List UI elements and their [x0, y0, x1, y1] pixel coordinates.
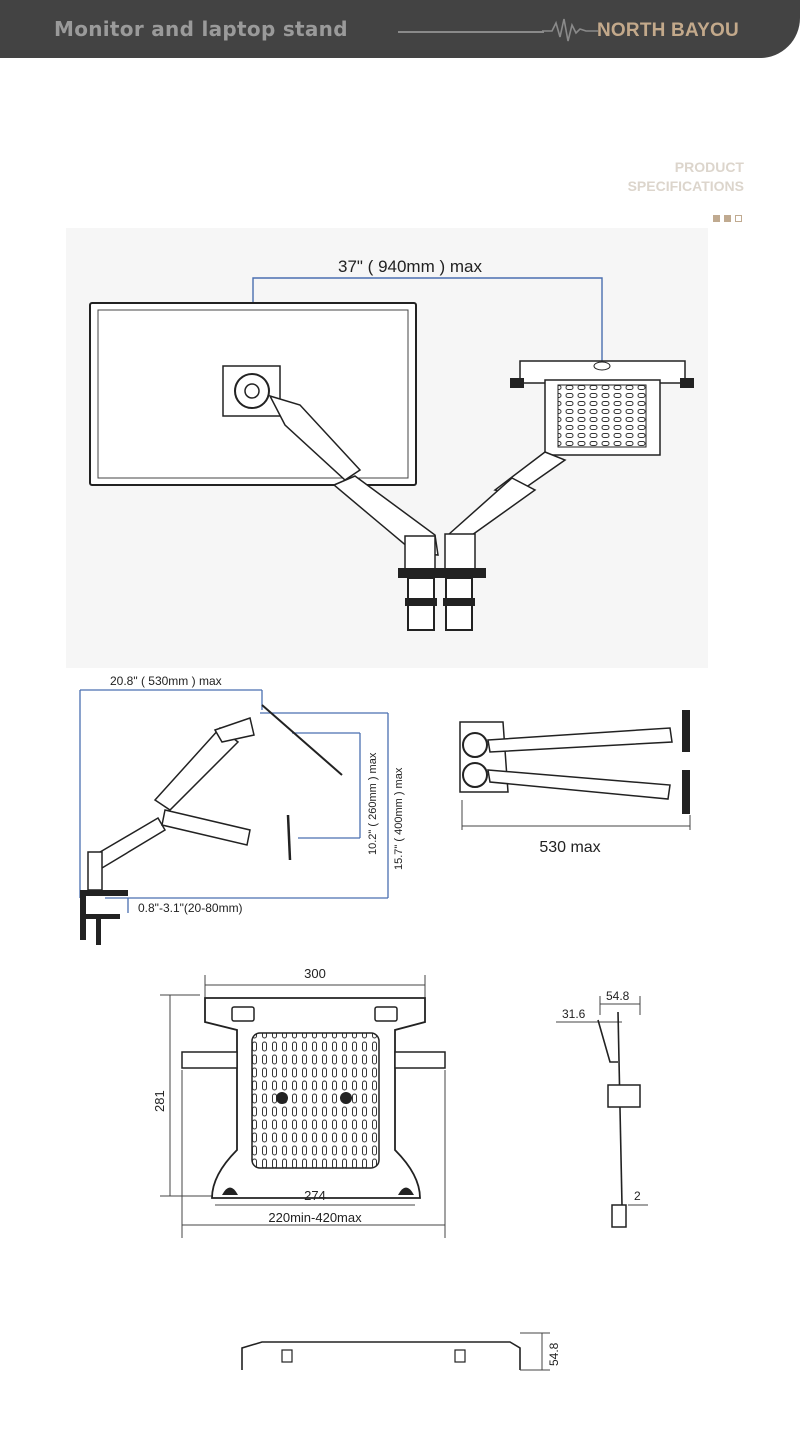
side-profile-body: [617, 1011, 623, 1206]
arm-extension-label: 20.8" ( 530mm ) max: [110, 674, 222, 688]
figure-tray-profile: 54.8: [241, 1332, 561, 1371]
top-arm-upper: [487, 727, 673, 753]
side-vesa-lowered: [286, 814, 292, 861]
dot-empty: [735, 215, 742, 222]
side-lower-arm: [93, 816, 167, 870]
profile-height-label: 54.8: [547, 1342, 561, 1366]
header-divider: [398, 31, 544, 33]
tray-left-arm: [181, 1051, 238, 1069]
top-vesa-lower: [682, 770, 690, 814]
top-vesa-upper: [682, 710, 690, 752]
side-thickness-label: 2: [634, 1189, 641, 1203]
figure-laptop-tray: 300 281 274 220min-420max: [152, 966, 446, 1238]
dot-filled: [713, 215, 720, 222]
section-heading-line1: PRODUCT: [674, 159, 744, 175]
side-upper-arm-lowered: [161, 809, 251, 846]
profile-outline: [241, 1341, 521, 1370]
tray-inner-width-label: 274: [304, 1188, 326, 1203]
monitor-screen: [97, 309, 409, 479]
figure-dual-arm-front: 37" ( 940mm ) max: [66, 228, 708, 668]
section-heading: PRODUCT SPECIFICATIONS: [628, 158, 744, 196]
side-depth-top-label: 54.8: [606, 989, 630, 1003]
brand-name: NORTH BAYOU: [597, 20, 739, 41]
side-laptop-raised: [261, 704, 343, 776]
figure-tray-side: 54.8 31.6 2: [556, 989, 648, 1228]
reach-label: 37" ( 940mm ) max: [338, 257, 482, 276]
tray-right-arm: [394, 1051, 446, 1069]
section-heading-line2: SPECIFICATIONS: [627, 178, 744, 194]
side-profile-hook: [597, 1019, 618, 1063]
height-range-short-label: 10.2" ( 260mm ) max: [367, 752, 379, 855]
top-arm-lower: [487, 769, 671, 800]
desk-base: [398, 568, 486, 578]
side-depth-lip-label: 31.6: [562, 1007, 586, 1021]
header-bar: Monitor and laptop stand NORTH BAYOU: [0, 0, 800, 58]
side-pole: [87, 851, 103, 891]
page-title: Monitor and laptop stand: [54, 17, 348, 41]
top-width-label: 530 max: [539, 839, 600, 856]
tray-width-label: 300: [304, 966, 326, 981]
figure-side-height: 20.8" ( 530mm ) max 10.2" ( 260mm ) max …: [79, 674, 405, 945]
figure-top-view: 530 max: [459, 710, 691, 856]
left-upper-arm: [268, 394, 362, 481]
height-range-tall-label: 15.7" ( 400mm ) max: [393, 767, 405, 870]
tray-clamp-range-label: 220min-420max: [268, 1210, 362, 1225]
section-dots: [713, 215, 742, 222]
tray-height-label: 281: [152, 1090, 167, 1112]
dot-filled: [724, 215, 731, 222]
desk-thickness-label: 0.8"-3.1"(20-80mm): [138, 901, 243, 915]
pulse-icon: [542, 18, 598, 42]
side-upper-arm-raised: [153, 726, 240, 811]
tray-ventilation: [251, 1032, 380, 1169]
